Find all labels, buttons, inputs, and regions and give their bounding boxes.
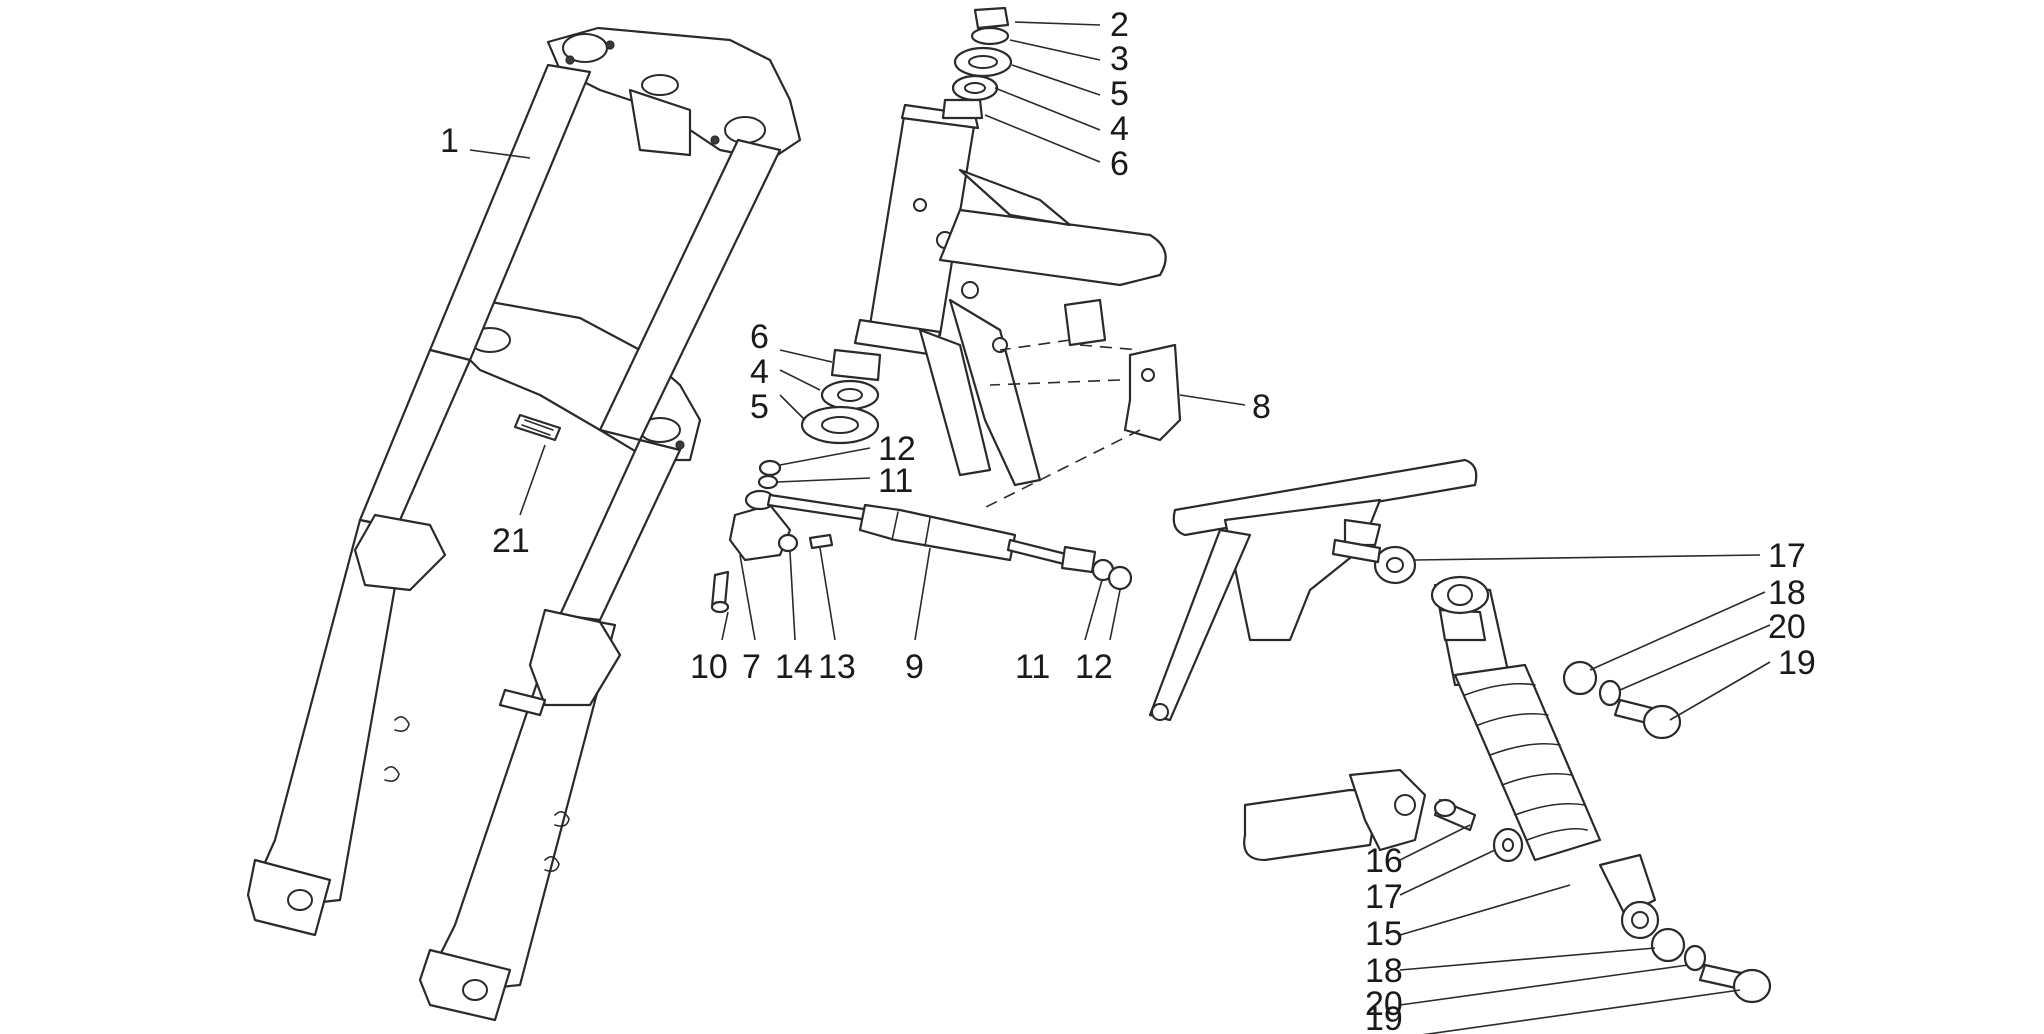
label-11-upper: 11 [878, 462, 913, 500]
label-5-upper: 5 [1110, 75, 1129, 113]
upper-bearing-stack [941, 6, 1013, 120]
lower-bearing-stack [800, 348, 882, 445]
label-7: 7 [742, 648, 761, 686]
label-12-upper: 12 [878, 430, 916, 468]
label-15: 15 [1365, 915, 1403, 953]
label-1: 1 [440, 122, 459, 160]
label-10: 10 [690, 648, 728, 686]
label-4-upper: 4 [1110, 110, 1129, 148]
label-12-lower: 12 [1075, 648, 1113, 686]
label-9: 9 [905, 648, 924, 686]
label-20-lower: 20 [1365, 985, 1403, 1023]
label-14: 14 [775, 648, 813, 686]
label-19-lower: 19 [1365, 1000, 1403, 1034]
part-9-damper-body [858, 503, 1017, 562]
label-20-upper: 20 [1768, 608, 1806, 646]
part-8-bracket [1063, 298, 1182, 442]
rear-lower-mount [1243, 768, 1427, 862]
label-6-lower: 6 [750, 318, 769, 356]
frame-head [853, 103, 1167, 487]
label-17-lower: 17 [1365, 878, 1403, 916]
label-2: 2 [1110, 6, 1129, 44]
part-15-rear-shock [1430, 575, 1660, 940]
label-3: 3 [1110, 40, 1129, 78]
label-6-upper: 6 [1110, 145, 1129, 183]
label-21: 21 [492, 522, 530, 560]
label-11-lower: 11 [1015, 648, 1050, 686]
label-8: 8 [1252, 388, 1271, 426]
label-5-lower: 5 [750, 388, 769, 426]
label-16: 16 [1365, 842, 1403, 880]
part-21-pin [513, 413, 562, 442]
label-18-upper: 18 [1768, 574, 1806, 612]
label-18-lower: 18 [1365, 952, 1403, 990]
part-7-bracket [728, 503, 792, 562]
leader-lines [469, 21, 1771, 1034]
frame-tube-upper [938, 208, 1167, 287]
shock-hardware [1331, 538, 1772, 1004]
label-13: 13 [818, 648, 856, 686]
label-17-upper: 17 [1768, 537, 1806, 575]
callout-labels: 1 2 3 5 4 6 6 4 5 8 12 11 21 10 7 14 13 … [440, 6, 1816, 1034]
steering-damper-assembly [710, 459, 1133, 614]
label-4-lower: 4 [750, 353, 769, 391]
front-fork-assembly [246, 26, 802, 1022]
label-19-upper: 19 [1778, 644, 1816, 682]
rear-frame-section [1148, 458, 1478, 722]
